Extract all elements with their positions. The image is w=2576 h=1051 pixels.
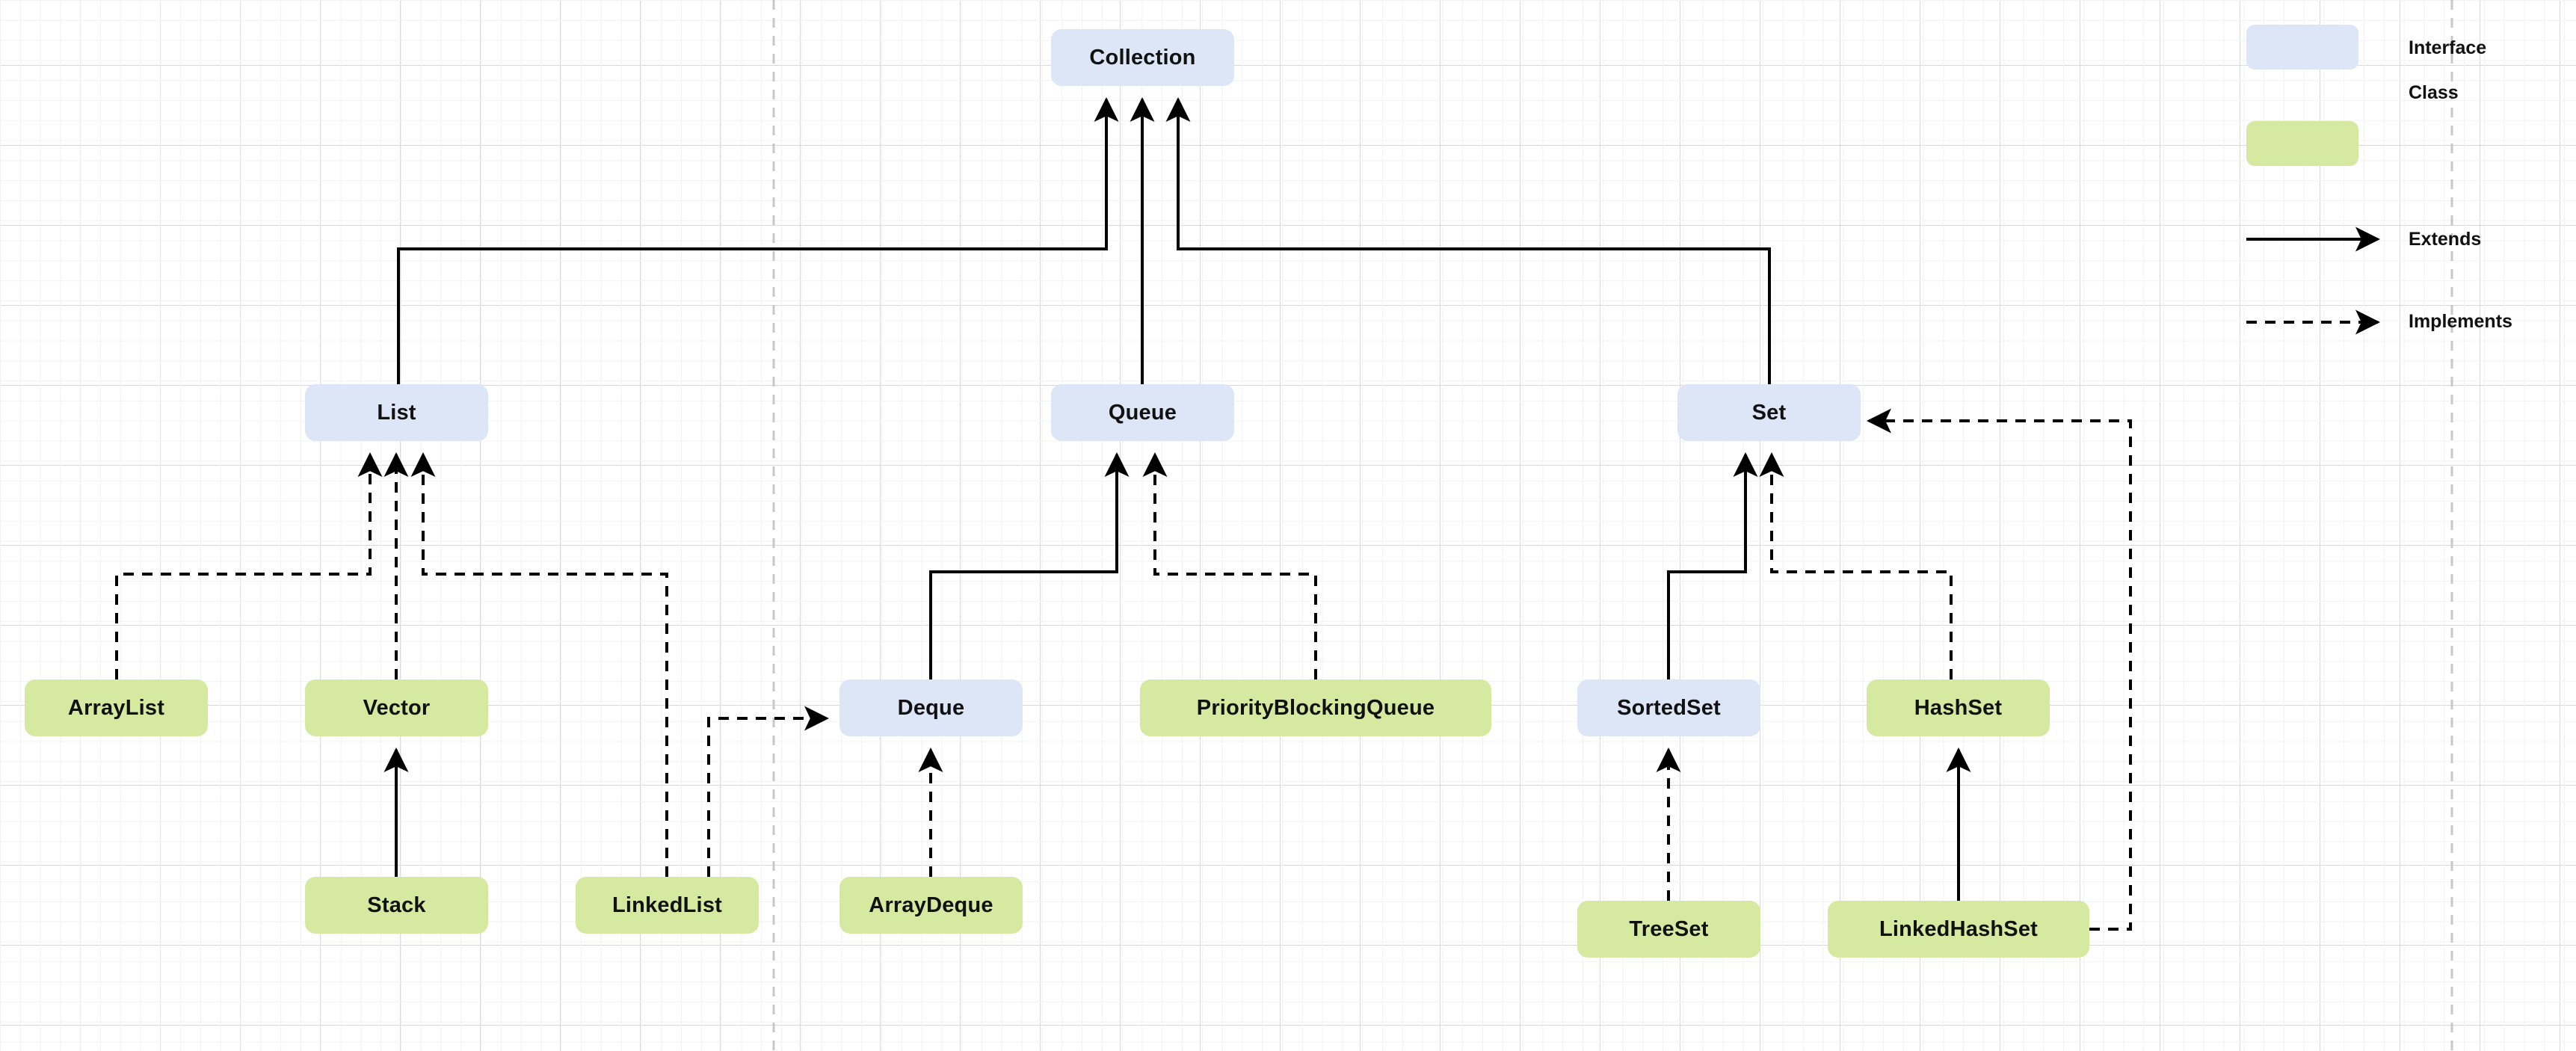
node-stack[interactable]: Stack (305, 877, 488, 934)
edge-linkedlist-to-deque-implements (707, 706, 829, 877)
legend-extends-arrow (2246, 226, 2380, 252)
node-collection[interactable]: Collection (1051, 29, 1234, 86)
guide-lines (772, 0, 2453, 1051)
node-queue[interactable]: Queue (1051, 384, 1234, 441)
node-treeset[interactable]: TreeSet (1577, 901, 1760, 958)
legend-label-implements: Implements (2409, 311, 2512, 332)
node-hashset[interactable]: HashSet (1867, 679, 2050, 736)
legend-label-extends: Extends (2409, 229, 2482, 250)
edge-linkedhashset-to-set-implements (1867, 408, 2132, 931)
node-label: LinkedHashSet (1879, 916, 2039, 941)
node-label: TreeSet (1629, 916, 1709, 941)
edge-hashset-to-set-implements (1759, 452, 1953, 679)
edge-arraylist-to-list-implements (115, 452, 383, 679)
node-deque[interactable]: Deque (839, 679, 1023, 736)
edge-list-to-collection-extends (397, 97, 1119, 384)
legend-swatch-interface (2246, 25, 2358, 70)
node-sortedset[interactable]: SortedSet (1577, 679, 1760, 736)
edge-priorityblockingqueue-to-queue-implements (1142, 452, 1317, 679)
node-label: LinkedList (611, 893, 722, 917)
legend-label-interface: Interface (2409, 37, 2487, 58)
edge-sortedset-to-set-extends (1667, 452, 1758, 679)
edge-paths (115, 97, 2132, 931)
node-priorityblockingqueue[interactable]: PriorityBlockingQueue (1140, 679, 1491, 736)
node-list[interactable]: List (305, 384, 488, 441)
node-label: ArrayList (67, 695, 165, 720)
legend-implements-arrow (2246, 309, 2380, 335)
node-set[interactable]: Set (1677, 384, 1861, 441)
node-label: Stack (367, 893, 426, 917)
node-label: Vector (363, 695, 431, 720)
node-label: Set (1751, 400, 1787, 425)
node-label: SortedSet (1617, 695, 1721, 720)
node-label: Queue (1108, 400, 1177, 425)
node-label: List (377, 400, 416, 425)
node-label: Deque (897, 695, 965, 720)
node-label: ArrayDeque (869, 893, 993, 917)
node-label: HashSet (1914, 695, 2003, 720)
legend-swatch-class (2246, 121, 2358, 166)
node-label: PriorityBlockingQueue (1196, 695, 1435, 720)
edge-linkedlist-to-list-implements (410, 452, 668, 877)
edge-set-to-collection-extends (1165, 97, 1771, 384)
node-linkedhashset[interactable]: LinkedHashSet (1828, 901, 2089, 958)
node-arraydeque[interactable]: ArrayDeque (839, 877, 1023, 934)
node-label: Collection (1089, 45, 1196, 70)
edge-deque-to-queue-extends (929, 452, 1130, 679)
node-linkedlist[interactable]: LinkedList (576, 877, 759, 934)
node-arraylist[interactable]: ArrayList (25, 679, 208, 736)
legend-label-class: Class (2409, 82, 2459, 103)
node-vector[interactable]: Vector (305, 679, 488, 736)
